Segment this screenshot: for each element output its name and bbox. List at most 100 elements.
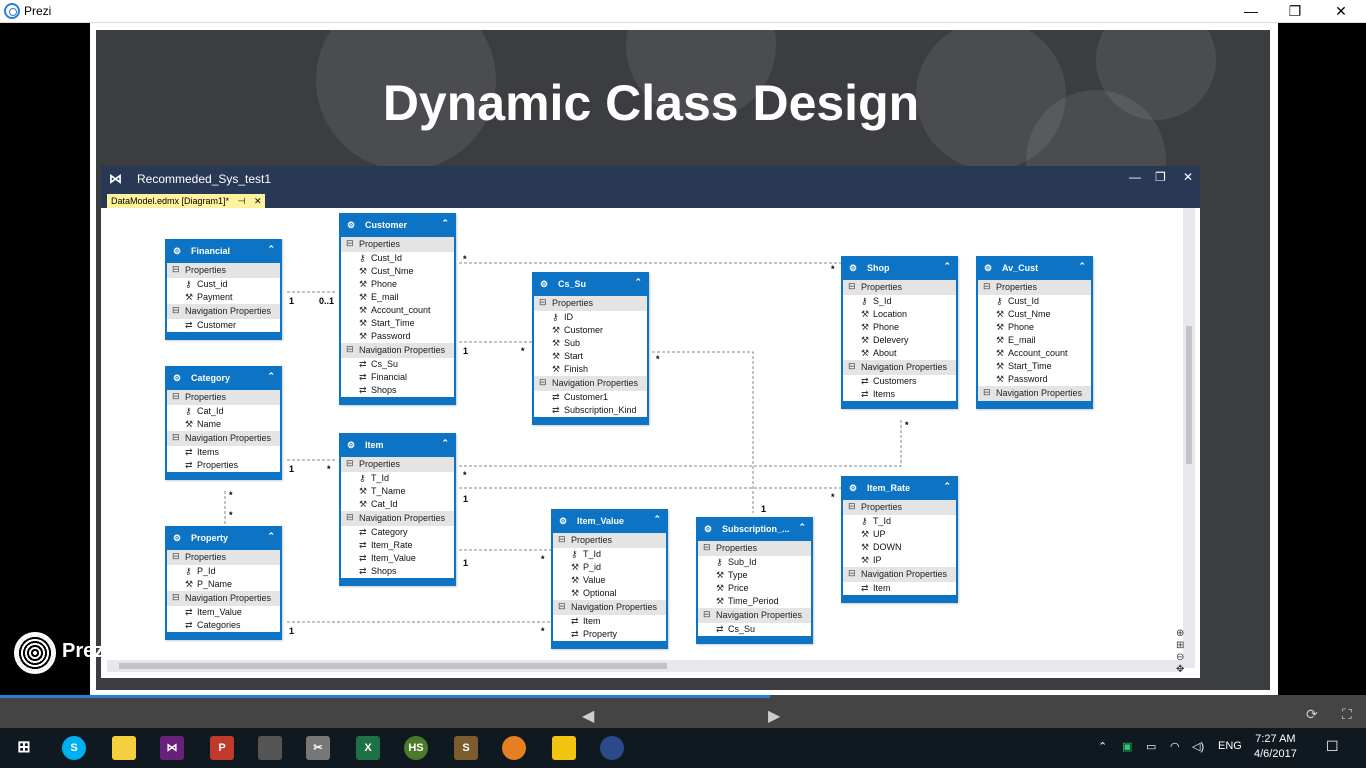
property-row[interactable]: ⚒Name (167, 418, 280, 431)
property-row[interactable]: ⚒Value (553, 574, 666, 587)
property-row[interactable]: ⚷S_Id (843, 295, 956, 308)
property-row[interactable]: ⚒P_Name (167, 578, 280, 591)
properties-section[interactable]: Properties (843, 500, 956, 515)
battery-icon[interactable]: ▭ (1146, 741, 1157, 753)
previous-arrow-icon[interactable]: ◀ (582, 708, 595, 725)
zoom-out-icon[interactable]: ⊖ (1176, 652, 1185, 663)
language-indicator[interactable]: ENG (1218, 740, 1242, 752)
property-row[interactable]: ⚒Phone (341, 278, 454, 291)
hs-app-icon[interactable]: HS (404, 736, 428, 760)
next-arrow-icon[interactable]: ▶ (768, 708, 781, 725)
pin-icon[interactable]: ⊣ (237, 196, 246, 206)
navigation-section[interactable]: Navigation Properties (341, 343, 454, 358)
navigation-section[interactable]: Navigation Properties (341, 511, 454, 526)
collapse-icon[interactable]: ⌃ (943, 261, 951, 271)
vertical-scrollbar[interactable] (1183, 208, 1195, 668)
property-row[interactable]: ⚷T_Id (553, 548, 666, 561)
entity-shop[interactable]: ⚙Shop⌃Properties⚷S_Id⚒Location⚒Phone⚒Del… (841, 256, 958, 409)
collapse-icon[interactable]: ⌃ (1078, 261, 1086, 271)
property-row[interactable]: ⚒Payment (167, 291, 280, 304)
properties-section[interactable]: Properties (167, 263, 280, 278)
restore-button[interactable]: ❐ (1288, 3, 1302, 19)
collapse-icon[interactable]: ⌃ (267, 371, 275, 381)
collapse-icon[interactable]: ⌃ (441, 438, 449, 448)
collapse-icon[interactable]: ⌃ (634, 277, 642, 287)
property-row[interactable]: ⚒Start (534, 350, 647, 363)
property-row[interactable]: ⚒Cust_Nme (978, 308, 1091, 321)
properties-section[interactable]: Properties (843, 280, 956, 295)
navigation-section[interactable]: Navigation Properties (167, 591, 280, 606)
properties-section[interactable]: Properties (534, 296, 647, 311)
wifi-icon[interactable]: ◠ (1170, 741, 1180, 753)
entity-header[interactable]: ⚙Customer⌃ (341, 215, 454, 237)
property-row[interactable]: ⚒Delevery (843, 334, 956, 347)
collapse-icon[interactable]: ⌃ (267, 244, 275, 254)
property-row[interactable]: ⚒Start_Time (341, 317, 454, 330)
pan-icon[interactable]: ✥ (1176, 664, 1185, 675)
property-row[interactable]: ⚷T_Id (843, 515, 956, 528)
property-row[interactable]: ⚒Time_Period (698, 595, 811, 608)
entity-property[interactable]: ⚙Property⌃Properties⚷P_Id⚒P_NameNavigati… (165, 526, 282, 640)
navigation-row[interactable]: ⇄Customer1 (534, 391, 647, 404)
navigation-section[interactable]: Navigation Properties (978, 386, 1091, 401)
excel-icon[interactable]: X (356, 736, 380, 760)
navigation-row[interactable]: ⇄Item_Value (167, 606, 280, 619)
entity-customer[interactable]: ⚙Customer⌃Properties⚷Cust_Id⚒Cust_Nme⚒Ph… (339, 213, 456, 405)
navigation-row[interactable]: ⇄Financial (341, 371, 454, 384)
tab-datamodel[interactable]: DataModel.edmx [Diagram1]* ⊣ ✕ (107, 194, 266, 208)
autoplay-icon[interactable]: ⟳ (1306, 706, 1318, 722)
navigation-row[interactable]: ⇄Properties (167, 459, 280, 472)
entity-header[interactable]: ⚙Item_Rate⌃ (843, 478, 956, 500)
navigation-row[interactable]: ⇄Item_Value (341, 552, 454, 565)
visual-studio-taskbar-icon[interactable]: ⋈ (160, 736, 184, 760)
entity-header[interactable]: ⚙Av_Cust⌃ (978, 258, 1091, 280)
entity-item-value[interactable]: ⚙Item_Value⌃Properties⚷T_Id⚒P_id⚒Value⚒O… (551, 509, 668, 649)
property-row[interactable]: ⚒UP (843, 528, 956, 541)
property-row[interactable]: ⚒Cust_Nme (341, 265, 454, 278)
property-row[interactable]: ⚒Start_Time (978, 360, 1091, 373)
navigation-row[interactable]: ⇄Item (553, 615, 666, 628)
property-row[interactable]: ⚷Cat_Id (167, 405, 280, 418)
navigation-row[interactable]: ⇄Customer (167, 319, 280, 332)
edmx-diagram-canvas[interactable]: 1 0..1 * * 1 * * 1 1 * * * 1 * * * 1 * 1… (107, 208, 1183, 660)
property-row[interactable]: ⚒Account_count (341, 304, 454, 317)
navigation-section[interactable]: Navigation Properties (167, 431, 280, 446)
navigation-row[interactable]: ⇄Cs_Su (698, 623, 811, 636)
property-row[interactable]: ⚷T_Id (341, 472, 454, 485)
minimize-button[interactable]: — (1244, 3, 1258, 19)
fullscreen-icon[interactable]: ⛶ (1342, 706, 1352, 722)
property-row[interactable]: ⚒Customer (534, 324, 647, 337)
volume-icon[interactable]: ◁) (1192, 741, 1205, 753)
sticky-notes-icon[interactable] (112, 736, 136, 760)
entity-header[interactable]: ⚙Cs_Su⌃ (534, 274, 647, 296)
property-row[interactable]: ⚒Type (698, 569, 811, 582)
property-row[interactable]: ⚒DOWN (843, 541, 956, 554)
zoom-controls[interactable]: ⊕ ⊞ ⊖ ✥ (1176, 628, 1196, 676)
navigation-section[interactable]: Navigation Properties (534, 376, 647, 391)
tab-close-icon[interactable]: ✕ (253, 196, 262, 206)
properties-section[interactable]: Properties (978, 280, 1091, 295)
navigation-row[interactable]: ⇄Category (341, 526, 454, 539)
property-row[interactable]: ⚷Cust_Id (341, 252, 454, 265)
entity-av-cust[interactable]: ⚙Av_Cust⌃Properties⚷Cust_Id⚒Cust_Nme⚒Pho… (976, 256, 1093, 409)
property-row[interactable]: ⚷ID (534, 311, 647, 324)
clock[interactable]: 7:27 AM 4/6/2017 (1254, 732, 1297, 762)
navigation-row[interactable]: ⇄Item (843, 582, 956, 595)
navigation-row[interactable]: ⇄Property (553, 628, 666, 641)
properties-section[interactable]: Properties (167, 390, 280, 405)
property-row[interactable]: ⚒E_mail (341, 291, 454, 304)
property-row[interactable]: ⚷Sub_Id (698, 556, 811, 569)
property-row[interactable]: ⚒T_Name (341, 485, 454, 498)
horizontal-scrollbar[interactable] (107, 660, 1183, 672)
properties-section[interactable]: Properties (341, 237, 454, 252)
powerpoint-icon[interactable]: P (210, 736, 234, 760)
entity-header[interactable]: ⚙Category⌃ (167, 368, 280, 390)
entity-header[interactable]: ⚙Subscription_...⌃ (698, 519, 811, 541)
entity-item[interactable]: ⚙Item⌃Properties⚷T_Id⚒T_Name⚒Cat_IdNavig… (339, 433, 456, 586)
scroll-thumb[interactable] (1186, 326, 1192, 464)
collapse-icon[interactable]: ⌃ (943, 481, 951, 491)
entity-header[interactable]: ⚙Financial⌃ (167, 241, 280, 263)
properties-section[interactable]: Properties (167, 550, 280, 565)
property-row[interactable]: ⚒Finish (534, 363, 647, 376)
navigation-row[interactable]: ⇄Items (843, 388, 956, 401)
